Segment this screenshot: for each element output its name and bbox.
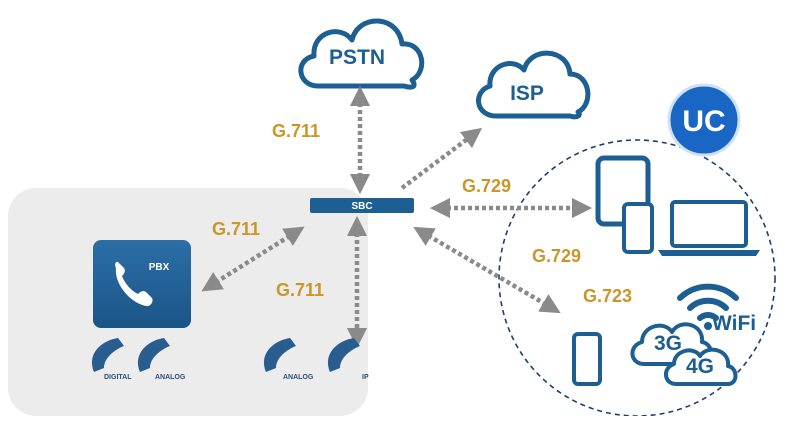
isp-cloud-icon (476, 50, 591, 120)
isp-label: ISP (510, 82, 544, 105)
pstn-cloud-icon (298, 18, 425, 90)
wifi-dot (704, 322, 712, 330)
4g-cloud-icon (664, 347, 738, 386)
ip-phone-icon (328, 338, 360, 372)
sbc-node (310, 198, 414, 213)
mobile-phone-icon (572, 332, 602, 386)
codec-pbx-sbc: G.711 (212, 219, 260, 239)
codec-sbc-phones: G.711 (276, 280, 324, 300)
codec-sbc-devices: G.729 (462, 176, 511, 196)
pstn-label: PSTN (329, 46, 385, 69)
analog-phone-icon-2 (264, 338, 296, 372)
smartphone-icon (622, 202, 654, 254)
analog-phone-label-2: ANALOG (283, 374, 314, 381)
wifi-label: WiFi (712, 312, 756, 335)
arrow-sbc-pbx (201, 226, 305, 292)
ip-phone-label: IP (362, 374, 369, 381)
analog-phone-icon (138, 338, 170, 372)
codec-sbc-mobile: G.723 (583, 286, 632, 306)
uc-logo-label: UC (682, 105, 725, 138)
3g-label: 3G (654, 332, 682, 355)
pbx-icon (93, 240, 191, 328)
pbx-label: PBX (149, 262, 170, 273)
4g-label: 4G (686, 355, 714, 378)
digital-phone-label: DIGITAL (104, 374, 132, 381)
codec-pstn-sbc: G.711 (272, 121, 320, 141)
sbc-label: SBC (351, 201, 372, 212)
digital-phone-icon (92, 338, 124, 372)
analog-phone-label: ANALOG (155, 374, 186, 381)
uc-logo-icon (667, 83, 741, 157)
arrow-sbc-mobile (413, 226, 561, 314)
arrow-sbc-isp (400, 127, 483, 190)
codec-devices-mid: G.729 (532, 246, 581, 266)
wifi-icon (677, 283, 739, 321)
laptop-icon (658, 200, 760, 256)
